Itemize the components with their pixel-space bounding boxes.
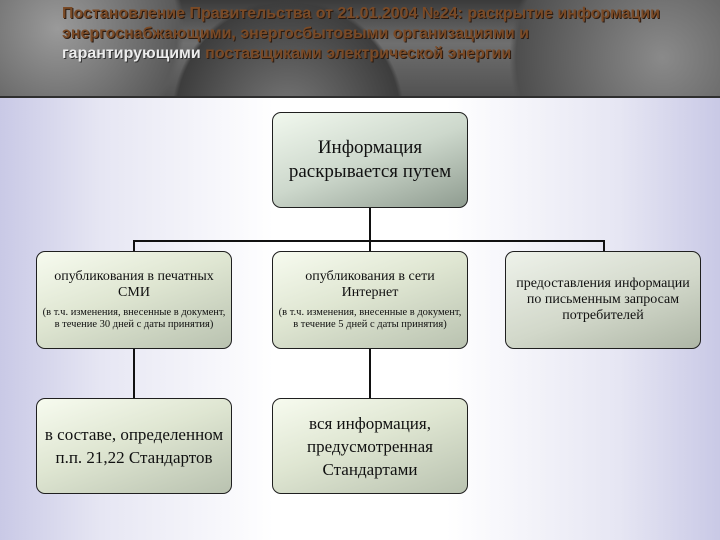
branch-internet-label: опубликования в сети Интернет	[277, 269, 463, 301]
detail-standards-scope-text: в составе, определенном п.п. 21,22 Станд…	[37, 423, 231, 469]
branch-written-requests-label: предоставления информации по письменным …	[510, 276, 696, 324]
connector-root-down	[369, 208, 371, 241]
root-node: Информация раскрывается путем	[272, 112, 468, 208]
connector-detail-1	[133, 349, 135, 399]
title-part-1: Постановление Правительства от 21.01.200…	[62, 5, 660, 42]
title-part-2: гарантирующими	[62, 45, 201, 62]
root-line-1: Информация	[318, 136, 422, 160]
detail-standards-scope: в составе, определенном п.п. 21,22 Станд…	[36, 398, 232, 494]
detail-all-information-text: вся информация, предусмотренная Стандарт…	[273, 412, 467, 481]
detail-all-information: вся информация, предусмотренная Стандарт…	[272, 398, 468, 494]
branch-internet: опубликования в сети Интернет (в т.ч. из…	[272, 251, 468, 349]
slide-title: Постановление Правительства от 21.01.200…	[62, 4, 662, 64]
branch-written-requests: предоставления информации по письменным …	[505, 251, 701, 349]
branch-print-media: опубликования в печатных СМИ (в т.ч. изм…	[36, 251, 232, 349]
connector-detail-2	[369, 349, 371, 399]
title-banner: Постановление Правительства от 21.01.200…	[0, 0, 720, 98]
branch-print-media-label: опубликования в печатных СМИ	[41, 269, 227, 301]
branch-print-media-note: (в т.ч. изменения, внесенные в документ,…	[41, 307, 227, 331]
title-part-3: поставщиками электрической энергии	[201, 45, 511, 62]
root-line-2: раскрывается путем	[289, 160, 451, 184]
branch-internet-note: (в т.ч. изменения, внесенные в документ,…	[277, 307, 463, 331]
